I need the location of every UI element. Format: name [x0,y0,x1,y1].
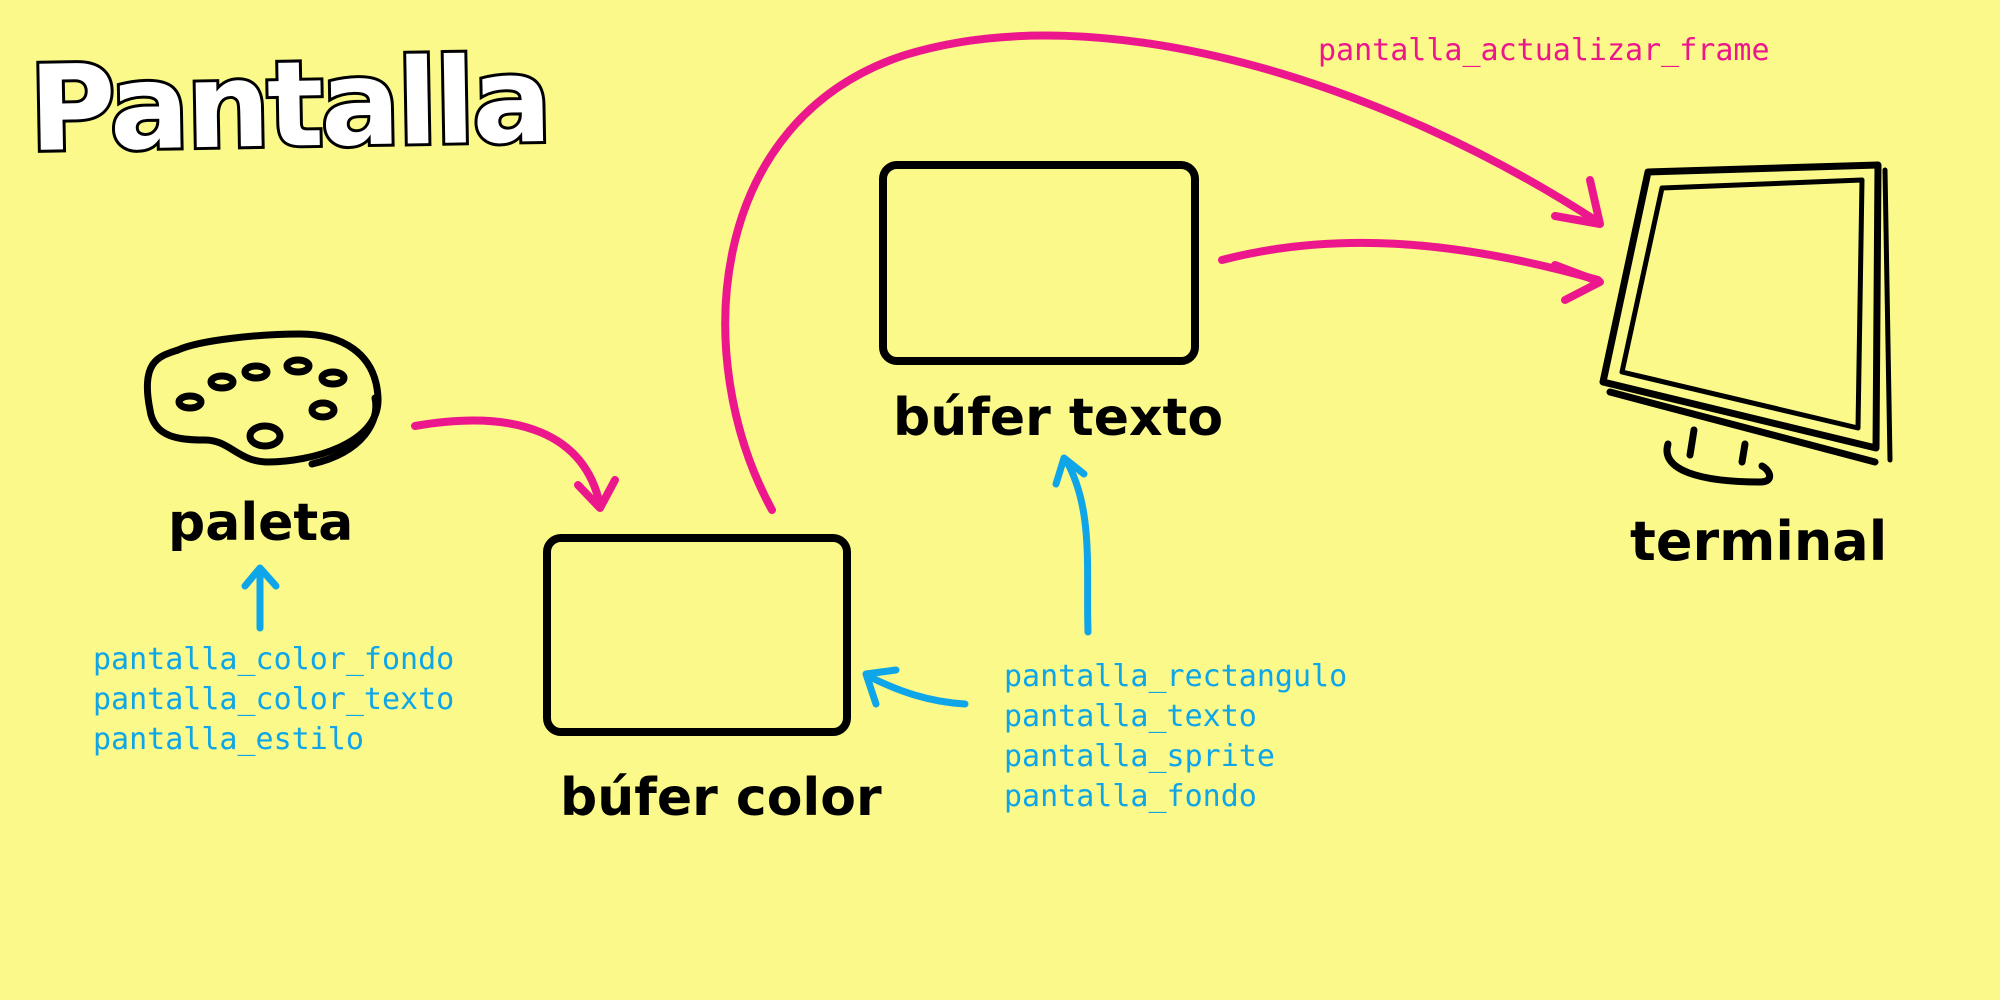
function-label: pantalla_color_texto [93,682,454,717]
function-label: pantalla_rectangulo [1004,659,1347,694]
function-label: pantalla_sprite [1004,739,1275,774]
arrow-functions-to-paleta [241,564,280,632]
arrow-bufer-color-to-terminal [721,31,1604,514]
function-label: pantalla_color_fondo [93,642,454,677]
node-label-paleta: paleta [168,493,353,553]
function-label: pantalla_texto [1004,699,1257,734]
bufer-color-box [543,534,851,736]
arrow-functions-to-bufer-color [862,666,969,708]
bufer-texto-box [879,161,1199,365]
arrow-bufer-texto-to-terminal [1218,238,1604,304]
palette-icon [143,330,382,468]
function-label: pantalla_estilo [93,722,364,757]
arrow-functions-to-bufer-texto [1052,454,1092,636]
node-label-bufer-color: búfer color [560,768,882,828]
diagram-title: Pantalla [28,31,550,178]
function-label: pantalla_fondo [1004,779,1257,814]
node-label-terminal: terminal [1630,510,1887,573]
node-label-bufer-texto: búfer texto [893,388,1223,448]
function-label-frame: pantalla_actualizar_frame [1318,33,1770,68]
arrow-paleta-to-bufer-color [411,416,619,512]
monitor-icon [1599,161,1893,486]
